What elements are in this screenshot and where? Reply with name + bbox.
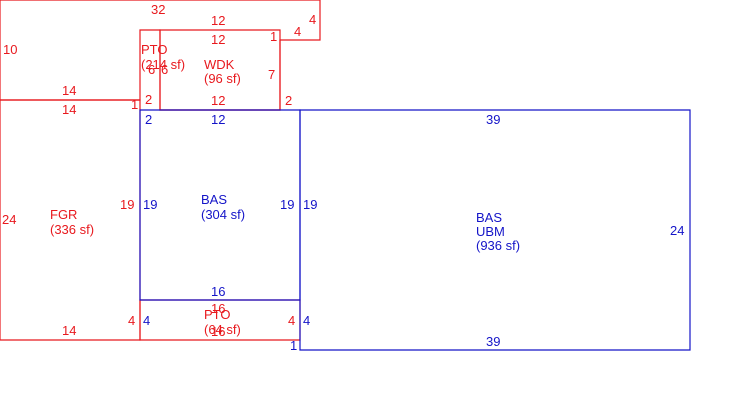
dim-wdk-left-b: 6 — [161, 62, 168, 77]
bas-ubm-outline — [299, 109, 691, 351]
dim-bas-ubm-bottom: 39 — [486, 334, 500, 349]
dim-fgr-step: 2 — [145, 92, 152, 107]
wdk-code: WDK — [204, 57, 235, 72]
dim-pto-bottom-left-out: 4 — [128, 313, 135, 328]
dim-fgr-bottom-corner: 1 — [290, 338, 297, 353]
dim-bas-small-left: 19 — [143, 197, 157, 212]
dim-pto-bottom-right-in: 4 — [303, 313, 310, 328]
dim-red-step-right: 2 — [285, 93, 292, 108]
wdk-area: (96 sf) — [204, 71, 241, 86]
pto-top-code: PTO — [141, 42, 168, 57]
pto-bottom-code: PTO — [204, 307, 231, 322]
pto-top-area: (214 sf) — [141, 57, 185, 72]
fgr-code: FGR — [50, 207, 77, 222]
dim-wdk-left-a: 6 — [148, 62, 155, 77]
dim-bas-small-bottom: 16 — [211, 284, 225, 299]
bas-ubm-area: (936 sf) — [476, 238, 520, 253]
dim-fgr-right: 19 — [120, 197, 134, 212]
dim-fgr-corner: 1 — [131, 97, 138, 112]
fgr-area: (336 sf) — [50, 222, 94, 237]
dim-fgr-top-inner: 14 — [62, 102, 76, 117]
dim-wdk-top-outer: 12 — [211, 13, 225, 28]
dim-pto-top-width: 32 — [151, 2, 165, 17]
dim-wdk-corner: 1 — [270, 29, 277, 44]
dim-bas-ubm-right: 24 — [670, 223, 684, 238]
dim-fgr-bottom: 14 — [62, 323, 76, 338]
bas-ubm-code2: UBM — [476, 224, 505, 239]
dim-pto-bottom-bottom: 16 — [211, 324, 225, 339]
dim-pto-bottom-left-in: 4 — [143, 313, 150, 328]
dim-fgr-top-outer: 14 — [62, 83, 76, 98]
dim-bas-small-top: 12 — [211, 112, 225, 127]
dim-pto-bottom-right-out: 4 — [288, 313, 295, 328]
dim-fgr-left: 24 — [2, 212, 16, 227]
dim-pto-top-left-h: 10 — [3, 42, 17, 57]
pto-bottom-area: (64 sf) — [204, 322, 241, 337]
dim-bas-ubm-top: 39 — [486, 112, 500, 127]
dim-bas-small-right-in: 19 — [280, 197, 294, 212]
bas-small-code: BAS — [201, 192, 227, 207]
dim-pto-top-right-h: 4 — [309, 12, 316, 27]
dim-wdk-top-inner: 12 — [211, 32, 225, 47]
dim-bas-ubm-left: 19 — [303, 197, 317, 212]
bas-small-area: (304 sf) — [201, 207, 245, 222]
dim-wdk-bottom: 12 — [211, 93, 225, 108]
dim-pto-bottom-top: 16 — [211, 301, 225, 316]
bas-ubm-code: BAS — [476, 210, 502, 225]
dim-wdk-right: 7 — [268, 67, 275, 82]
dim-bas-small-corner: 2 — [145, 112, 152, 127]
dim-pto-top-step-w: 4 — [294, 24, 301, 39]
